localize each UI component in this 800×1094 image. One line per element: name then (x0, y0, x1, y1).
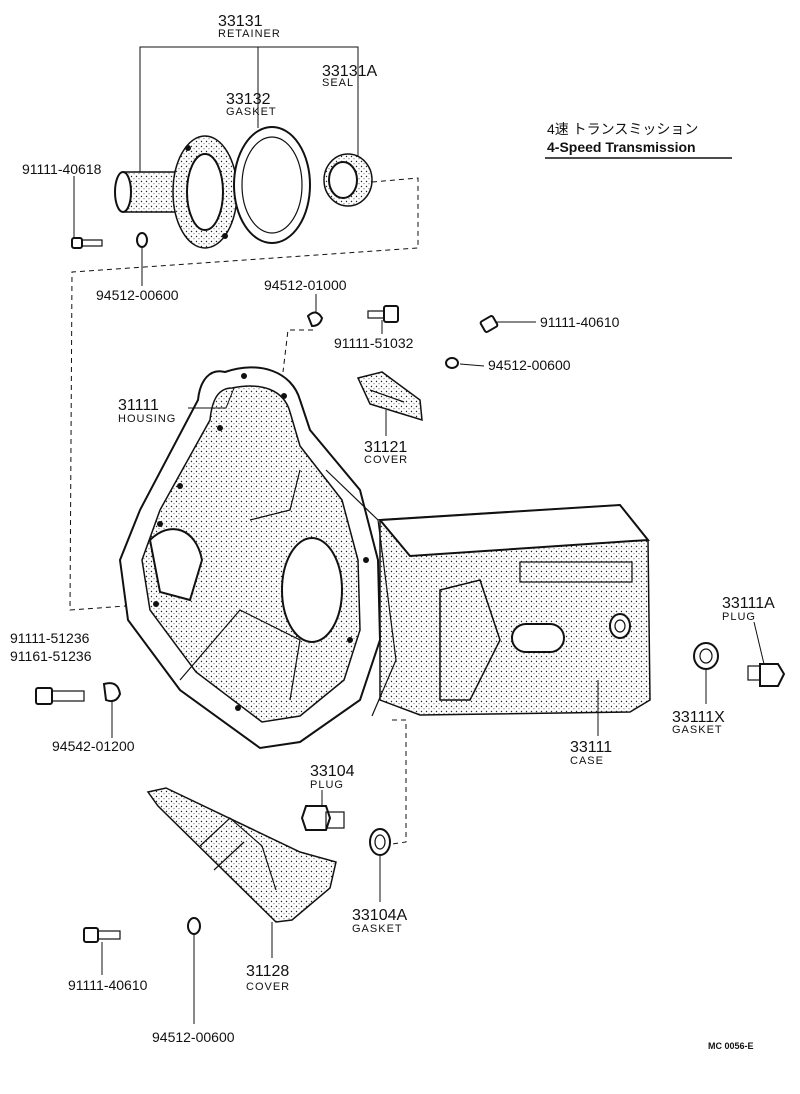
part-name: CASE (570, 755, 604, 767)
label-33111a: 33111A PLUG (722, 595, 775, 623)
part-name: PLUG (310, 779, 344, 791)
part-name: GASKET (352, 923, 403, 935)
alignment-line-94512-01000 (282, 329, 313, 373)
part-number: 33104 (310, 763, 355, 780)
label-94512-01000: 94512-01000 (264, 277, 347, 293)
label-94542-01200: 94542-01200 (52, 738, 135, 754)
diagram-title: 4速 トランスミッション 4-Speed Transmission (545, 121, 732, 159)
plug-33111a[interactable] (747, 663, 786, 687)
label-33131a: 33131A SEAL (322, 63, 377, 89)
label-91111-40610-top: 91111-40610 (540, 314, 620, 330)
label-31121: 31121 COVER (364, 439, 408, 466)
alignment-line-lower (391, 719, 407, 845)
gasket-33111x[interactable] (693, 642, 719, 670)
part-name: SEAL (322, 77, 354, 89)
title-japanese: 4速 トランスミッション (547, 121, 698, 137)
label-91111-40610-bottom: 91111-40610 (68, 977, 148, 993)
part-name: GASKET (226, 106, 277, 118)
part-name: COVER (364, 454, 408, 466)
gasket-33104a[interactable] (369, 828, 391, 856)
part-name: COVER (246, 981, 290, 993)
label-33104a: 33104A GASKET (352, 907, 407, 935)
washer-94512-00600-mid[interactable] (445, 357, 459, 369)
part-number: 33131 (218, 13, 263, 30)
washer-94512-01000[interactable] (306, 311, 324, 328)
bolt-91111-51032[interactable] (367, 305, 399, 323)
cover-31121[interactable] (356, 371, 423, 422)
label-91111-40618: 91111-40618 (22, 161, 102, 177)
bolt-91111-40618[interactable] (71, 237, 103, 249)
label-31128: 31128 COVER (246, 963, 290, 993)
part-name: HOUSING (118, 413, 176, 425)
gasket-33132[interactable] (233, 126, 311, 244)
label-94512-00600-top: 94512-00600 (96, 287, 179, 303)
washer-94542-01200[interactable] (102, 682, 122, 703)
label-91161-51236: 91161-51236 (10, 648, 92, 664)
figure-code: MC 0056-E (708, 1041, 754, 1051)
label-33111: 33111 CASE (570, 739, 612, 767)
label-31111: 31111 HOUSING (118, 397, 176, 425)
part-number: 31128 (246, 963, 289, 980)
part-number: 33111 (570, 739, 612, 756)
alignment-line-upper (69, 177, 419, 611)
bolt-91111-40610-bottom[interactable] (83, 927, 121, 943)
bolt-91111-51236[interactable] (35, 687, 85, 705)
label-94512-00600-mid: 94512-00600 (488, 357, 571, 373)
transmission-case-33111[interactable] (377, 503, 651, 716)
part-number: 31121 (364, 439, 407, 456)
part-number: 31111 (118, 397, 159, 414)
seal-33131a[interactable] (323, 153, 373, 207)
part-number: 33131A (322, 63, 377, 80)
label-94512-00600-bottom: 94512-00600 (152, 1029, 235, 1045)
leader-lines (73, 46, 765, 1024)
label-33104: 33104 PLUG (310, 763, 355, 791)
bolt-91111-40610-top[interactable] (479, 315, 499, 333)
bell-housing-31111[interactable] (118, 366, 397, 750)
cover-31128[interactable] (146, 787, 337, 923)
label-33111x: 33111X GASKET (672, 709, 725, 736)
title-english: 4-Speed Transmission (547, 139, 696, 155)
part-number: 33104A (352, 907, 407, 924)
part-number: 33111A (722, 595, 775, 612)
part-name: PLUG (722, 611, 756, 623)
washer-94512-00600-top[interactable] (136, 232, 148, 248)
plug-33104[interactable] (300, 805, 345, 831)
label-33132: 33132 GASKET (226, 91, 277, 118)
part-name: GASKET (672, 724, 723, 736)
washer-94512-00600-bottom[interactable] (187, 917, 201, 935)
part-number: 33111X (672, 709, 725, 726)
label-33131: 33131 RETAINER (218, 13, 281, 40)
label-91111-51032: 91111-51032 (334, 335, 414, 351)
part-number: 33132 (226, 91, 271, 108)
part-name: RETAINER (218, 28, 281, 40)
retainer-33131[interactable] (114, 135, 238, 249)
label-91111-51236: 91111-51236 (10, 630, 90, 646)
